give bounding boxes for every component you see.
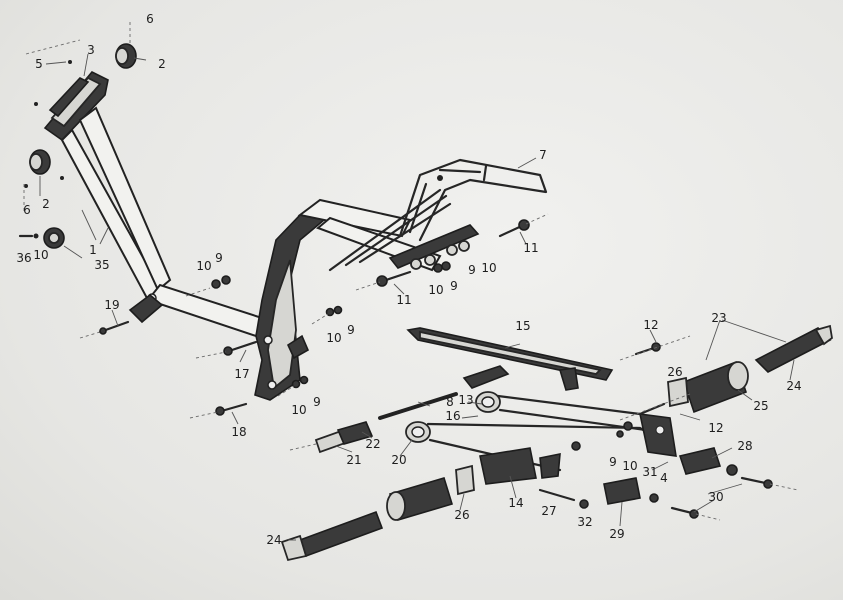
- callout-10: 10: [196, 259, 212, 273]
- callout-31: 31: [642, 465, 658, 479]
- callout-14: 14: [508, 496, 524, 510]
- callout-17: 17: [234, 367, 250, 381]
- callout-9: 9: [468, 263, 476, 277]
- callout-10: 10: [326, 331, 342, 345]
- main-frame: [43, 71, 442, 401]
- callout-9: 9: [313, 395, 321, 409]
- callout-2: 2: [42, 197, 50, 211]
- callout-12: 12: [708, 421, 724, 435]
- callout-27: 27: [541, 504, 557, 518]
- callout-16: 16: [445, 409, 461, 423]
- small-brackets: [571, 421, 738, 509]
- callout-15: 15: [515, 319, 531, 333]
- callout-8: 8: [446, 395, 454, 409]
- callout-24: 24: [266, 533, 282, 547]
- callout-26: 26: [454, 508, 470, 522]
- callout-3: 3: [87, 43, 95, 57]
- callout-36: 36: [16, 251, 32, 265]
- steering-head-parts: [18, 43, 137, 249]
- leader-lines: [39, 53, 795, 541]
- callout-29: 29: [609, 527, 625, 541]
- callout-9: 9: [609, 455, 617, 469]
- callout-35: 35: [94, 258, 110, 272]
- callout-30: 30: [708, 490, 724, 504]
- callout-12: 12: [643, 318, 659, 332]
- swing-arm: [405, 391, 677, 485]
- callout-10: 10: [481, 261, 497, 275]
- callout-18: 18: [231, 425, 247, 439]
- callout-26: 26: [667, 365, 683, 379]
- nuts-and-washers: [211, 261, 451, 389]
- callout-4: 4: [660, 471, 668, 485]
- callout-9: 9: [347, 323, 355, 337]
- callout-9: 9: [450, 279, 458, 293]
- assembly-axes: [23, 22, 799, 521]
- callout-28: 28: [737, 439, 753, 453]
- callout-1: 1: [89, 243, 97, 257]
- callout-7: 7: [539, 148, 547, 162]
- callout-5: 5: [35, 57, 43, 71]
- callout-11: 11: [523, 241, 539, 255]
- callout-9: 9: [215, 251, 223, 265]
- callout-23: 23: [711, 311, 727, 325]
- callout-10: 10: [428, 283, 444, 297]
- footrest-rubbers: [280, 324, 833, 562]
- callout-6: 6: [146, 12, 154, 26]
- luggage-rack: [328, 158, 548, 272]
- callout-10: 10: [291, 403, 307, 417]
- bolts-and-rods: [98, 219, 773, 519]
- callout-25: 25: [753, 399, 769, 413]
- callout-21: 21: [346, 453, 362, 467]
- callout-11: 11: [396, 293, 412, 307]
- callout-10: 10: [33, 248, 49, 262]
- footrest-bar: [406, 327, 614, 391]
- callout-20: 20: [391, 453, 407, 467]
- callout-2: 2: [158, 57, 166, 71]
- callout-6: 6: [23, 203, 31, 217]
- callout-10: 10: [622, 459, 638, 473]
- callout-32: 32: [577, 515, 593, 529]
- callout-13: 13: [458, 393, 474, 407]
- callout-22: 22: [365, 437, 381, 451]
- callout-19: 19: [104, 298, 120, 312]
- callout-24: 24: [786, 379, 802, 393]
